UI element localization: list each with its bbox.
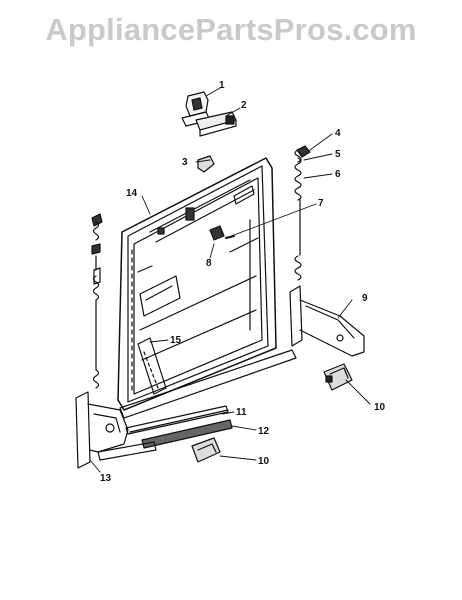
callout-6: 6	[335, 169, 341, 180]
callout-4: 4	[335, 128, 341, 139]
callout-5: 5	[335, 149, 341, 160]
part-spring-right	[294, 149, 302, 281]
part-hinge-bracket-left	[75, 391, 157, 469]
callout-14: 14	[126, 188, 138, 199]
callout-13: 13	[100, 473, 112, 484]
part-clip	[197, 155, 215, 173]
callout-7: 7	[318, 198, 324, 209]
leader-lines	[89, 87, 371, 473]
part-latch-bracket	[195, 111, 237, 137]
part-spring-left	[91, 213, 103, 389]
callout-8: 8	[206, 258, 212, 269]
callout-10-upper: 10	[374, 402, 386, 413]
part-inner-door-panel	[117, 157, 277, 411]
part-hinge-block-lower	[191, 437, 221, 463]
watermark: AppliancePartsPros.com	[45, 12, 417, 47]
part-switch	[209, 225, 225, 241]
part-hook-right	[296, 145, 311, 158]
part-door-bottom-rail	[119, 349, 297, 419]
callout-11: 11	[236, 407, 247, 418]
callout-12: 12	[258, 426, 270, 437]
callout-1: 1	[219, 80, 225, 91]
callout-15: 15	[170, 335, 182, 346]
callout-9: 9	[362, 293, 368, 304]
callout-3: 3	[182, 157, 188, 168]
part-bottom-strip	[141, 419, 233, 449]
part-support-rail	[137, 337, 167, 395]
callout-2: 2	[241, 100, 247, 111]
part-hinge-bracket-right	[289, 285, 365, 357]
part-latch-assembly	[181, 91, 211, 127]
callout-10-lower: 10	[258, 456, 270, 467]
part-hinge-block-upper	[323, 363, 353, 391]
